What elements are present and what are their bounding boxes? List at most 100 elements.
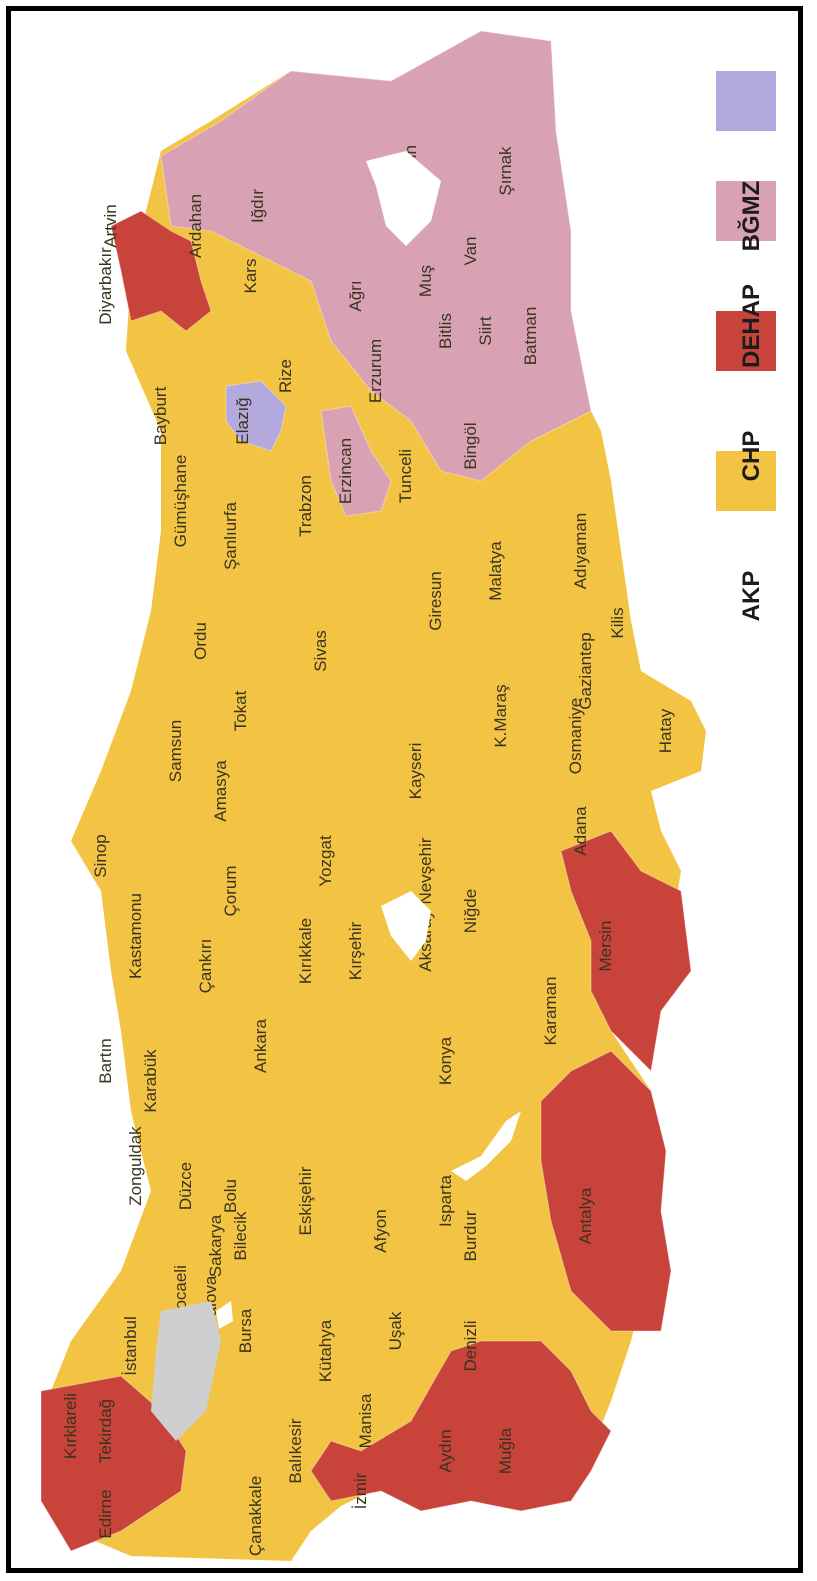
province-label: Bingöl <box>461 422 480 469</box>
province-label: Sinop <box>91 834 110 877</box>
province-label: Kayseri <box>406 743 425 800</box>
province-label: Karaman <box>541 977 560 1046</box>
province-label: Malatya <box>486 541 505 601</box>
province-label: Erzincan <box>336 438 355 504</box>
province-label: Zonguldak <box>126 1126 145 1206</box>
province-label: Osmaniye <box>566 698 585 775</box>
province-label: Burdur <box>461 1210 480 1261</box>
province-label: K.Maraş <box>491 684 510 747</box>
province-label: Denizli <box>461 1320 480 1371</box>
legend-swatch-chp <box>716 311 776 371</box>
province-label: Niğde <box>461 889 480 933</box>
province-label: Adıyaman <box>571 513 590 590</box>
region-east <box>160 30 592 482</box>
province-label: Mersin <box>596 920 615 971</box>
lake-van <box>366 151 441 246</box>
province-label: Kilis <box>608 607 627 638</box>
province-label: Gaziantep <box>576 632 595 710</box>
province-label: Tunceli <box>396 449 415 503</box>
province-label: Bilecik <box>231 1211 250 1261</box>
province-label: Şanlıurfa <box>221 501 240 570</box>
province-label: Manisa <box>356 1393 375 1448</box>
province-label: Giresun <box>426 571 445 631</box>
province-label: Edirne <box>96 1489 115 1538</box>
province-label: Sivas <box>311 630 330 672</box>
province-label: İzmir <box>351 1472 370 1509</box>
legend-swatch-dehap <box>716 181 776 241</box>
province-label: Tokat <box>231 690 250 731</box>
province-label: Diyarbakır <box>96 247 115 325</box>
legend-label-akp: AKP <box>738 571 765 622</box>
province-label: Samsun <box>166 720 185 782</box>
legend-label-chp: CHP <box>738 431 765 482</box>
region-artvin-ardahan <box>110 210 212 332</box>
province-label: Karabük <box>141 1049 160 1113</box>
province-label: Hakkari <box>11 11 15 40</box>
region-mersin <box>560 830 692 1073</box>
province-label: Ardahan <box>186 194 205 258</box>
province-label: Ordu <box>191 622 210 660</box>
province-label: Balıkesir <box>286 1418 305 1484</box>
province-label: Çankırı <box>196 939 215 994</box>
region-tunceli <box>320 405 392 517</box>
province-label: Gümüşhane <box>171 455 190 548</box>
province-label: Rize <box>276 359 295 393</box>
province-label: Antalya <box>576 1187 595 1244</box>
province-label: Adana <box>571 806 590 856</box>
province-label: Hatay <box>656 708 675 753</box>
sea-marmara <box>151 1301 221 1441</box>
legend-label-bgmz: BĞMZ <box>737 181 765 252</box>
region-antalya <box>540 1050 672 1332</box>
province-label: Elazığ <box>233 397 252 444</box>
province-label: Kastamonu <box>126 893 145 979</box>
province-label: Iğdır <box>248 189 267 223</box>
province-label: Nevşehir <box>416 837 435 904</box>
province-label: Eskişehir <box>296 1166 315 1235</box>
region-aegean <box>310 1340 612 1512</box>
legend-swatch-akp <box>716 451 776 511</box>
province-label: Bartın <box>96 1038 115 1083</box>
province-label: Kırklareli <box>61 1393 80 1459</box>
province-label: Tekirdağ <box>96 1399 115 1463</box>
region-bayburt <box>225 380 287 452</box>
province-label: Erzurum <box>366 339 385 403</box>
province-label: Van <box>461 237 480 266</box>
province-label: Afyon <box>371 1209 390 1252</box>
province-label: Artvin <box>101 204 120 247</box>
province-label: Çorum <box>221 865 240 916</box>
province-label: Aydın <box>436 1429 455 1472</box>
province-label: Sakarya <box>206 1214 225 1277</box>
province-label: Ağrı <box>346 280 365 311</box>
province-label: Kırşehir <box>346 921 365 980</box>
lake-egirdir <box>451 1111 521 1181</box>
province-label: Kütahya <box>316 1319 335 1382</box>
province-label: İstanbul <box>121 1316 140 1376</box>
province-label: Şırnak <box>496 146 515 196</box>
province-label: Siirt <box>476 316 495 346</box>
province-label: Muş <box>416 265 435 297</box>
province-label: Isparta <box>436 1174 455 1227</box>
province-label: Amasya <box>211 760 230 822</box>
legend-swatch-bgmz <box>716 71 776 131</box>
province-label: Düzce <box>176 1162 195 1210</box>
province-label: Kırıkkale <box>296 918 315 984</box>
lake-tuz <box>381 891 431 961</box>
province-label: Kars <box>241 259 260 294</box>
province-label: Bolu <box>221 1179 240 1213</box>
province-label: Ankara <box>251 1019 270 1073</box>
province-label: Bursa <box>236 1308 255 1353</box>
province-label: Yozgat <box>316 835 335 887</box>
legend-label-dehap: DEHAP <box>738 284 765 368</box>
province-label: Çanakkale <box>246 1476 265 1556</box>
province-label: Muğla <box>496 1427 515 1474</box>
province-label: Trabzon <box>296 475 315 537</box>
region-thrace <box>40 1375 187 1552</box>
province-label: Uşak <box>386 1311 405 1350</box>
province-label: Bitlis <box>436 313 455 349</box>
lake-iznik <box>216 1301 233 1329</box>
province-label: Batman <box>521 307 540 366</box>
province-label: Bayburt <box>151 386 170 445</box>
province-label: Konya <box>436 1036 455 1085</box>
